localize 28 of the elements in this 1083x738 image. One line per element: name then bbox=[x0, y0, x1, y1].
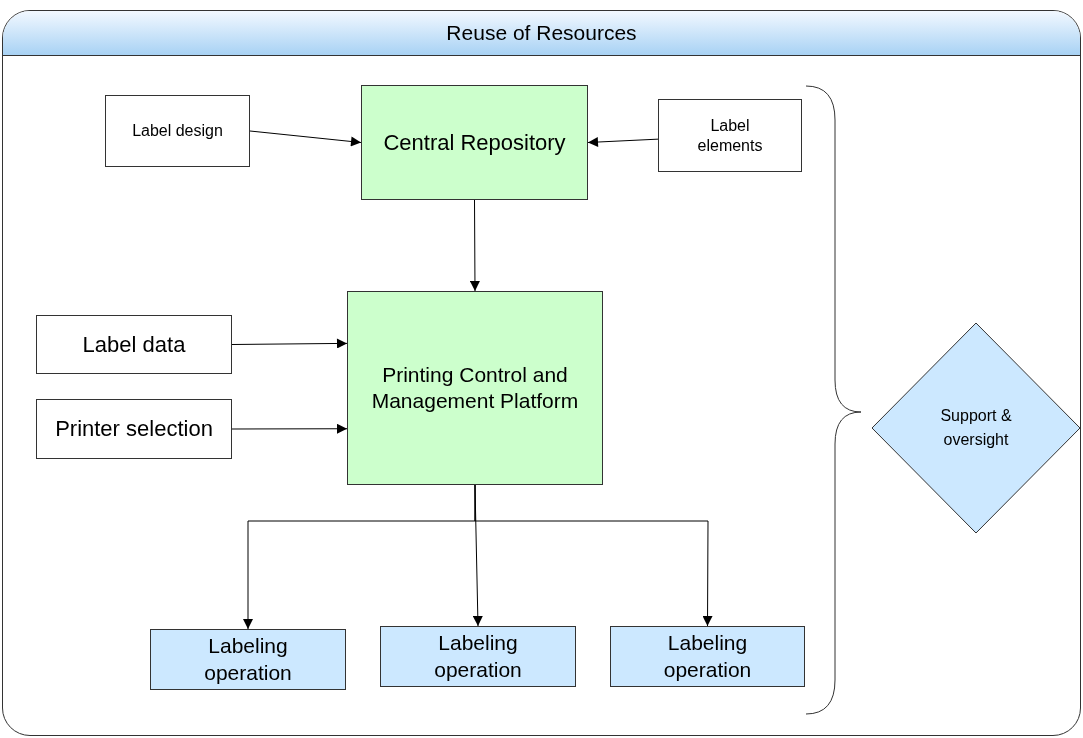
box-label: Label design bbox=[132, 121, 223, 141]
box-label: Labeling operation bbox=[433, 630, 523, 683]
operation-box bbox=[380, 626, 576, 687]
input-box bbox=[105, 95, 250, 167]
operation-box bbox=[150, 629, 346, 690]
input-box bbox=[36, 315, 232, 374]
box-label: Labeling operation bbox=[203, 633, 293, 686]
box-label: Printing Control and Management Platform bbox=[370, 361, 580, 414]
box-label: Label data bbox=[82, 330, 186, 359]
arrow bbox=[469, 199, 480, 292]
container-frame bbox=[2, 10, 1081, 736]
box-label: Labeling operation bbox=[662, 630, 753, 683]
input-box bbox=[658, 99, 802, 172]
header-title: Reuse of Resources bbox=[446, 20, 637, 47]
process-box bbox=[361, 85, 588, 200]
diamond-label: Support & oversight bbox=[939, 406, 1013, 450]
input-box bbox=[36, 399, 232, 459]
arrow bbox=[474, 484, 713, 627]
operation-box bbox=[610, 626, 805, 687]
box-label: Central Repository bbox=[383, 128, 566, 157]
box-label: Label elements bbox=[696, 115, 764, 156]
arrow bbox=[231, 338, 348, 349]
arrow bbox=[231, 423, 348, 434]
arrow bbox=[587, 137, 659, 147]
process-box bbox=[347, 291, 603, 485]
box-label: Printer selection bbox=[55, 415, 213, 443]
decision-diamond bbox=[871, 322, 1080, 534]
arrow bbox=[249, 130, 362, 147]
